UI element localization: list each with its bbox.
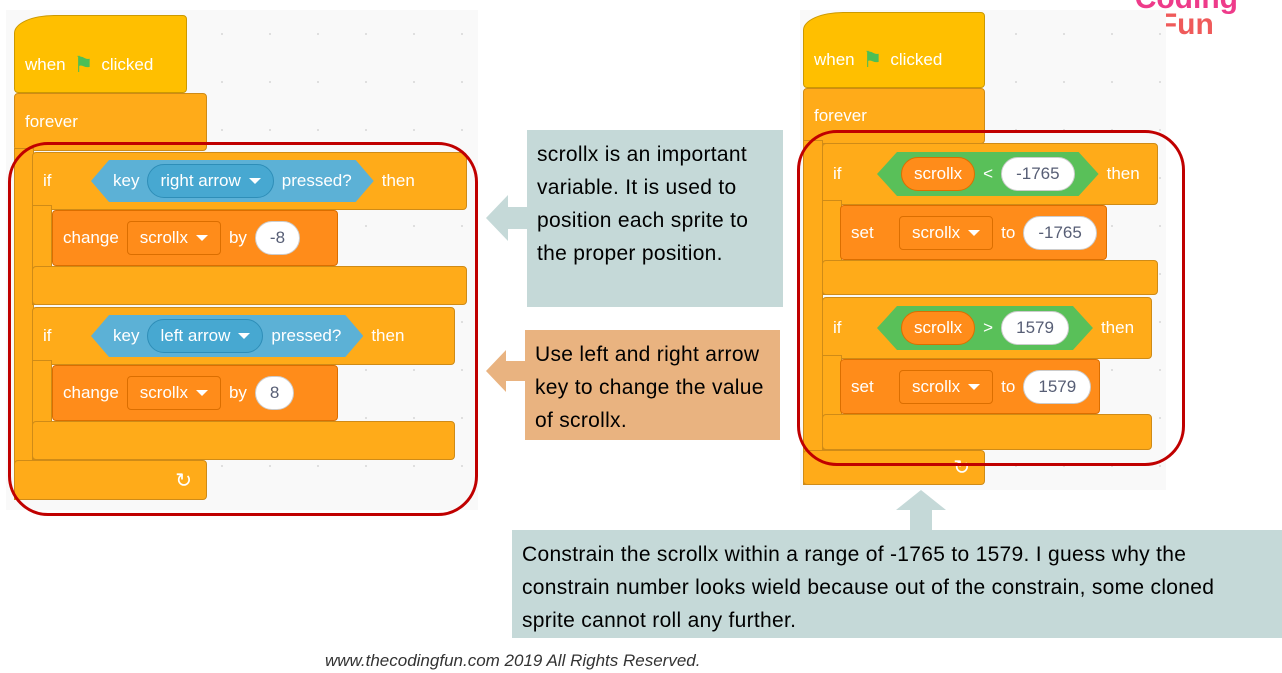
block-text: to (1001, 222, 1016, 242)
if-bottom (822, 414, 1152, 450)
block-text: when (814, 50, 855, 69)
loop-arrow-icon: ↻ (953, 457, 970, 479)
dropdown-arrow-icon (968, 229, 981, 236)
key-pressed-sensor[interactable]: key left arrow pressed? (91, 315, 363, 357)
block-text: by (228, 383, 247, 402)
set-scrollx-block[interactable]: set scrollx to -1765 (840, 205, 1107, 260)
block-text: if (833, 318, 842, 337)
block-text: then (1100, 318, 1135, 337)
variable-reporter[interactable]: scrollx (901, 311, 975, 345)
operand-input[interactable]: -1765 (1001, 157, 1074, 191)
if-right-arrow-block[interactable]: if key right arrow pressed? then (32, 152, 467, 210)
arrow-keys-note: Use left and right arrow key to change t… (525, 330, 780, 440)
block-text: to (1001, 376, 1016, 396)
if-bottom (32, 421, 455, 460)
arrow-up-icon (896, 490, 946, 530)
when-flag-clicked-block[interactable]: when ⚑ clicked (803, 12, 985, 88)
dropdown-arrow-icon (968, 383, 981, 390)
value-input[interactable]: 1579 (1023, 369, 1092, 404)
dropdown-value: left arrow (160, 326, 231, 345)
block-text: then (381, 171, 415, 190)
block-text: pressed? (271, 326, 342, 345)
green-flag-icon: ⚑ (862, 47, 883, 72)
dropdown-value: scrollx (139, 228, 188, 247)
value-input[interactable]: 8 (254, 376, 295, 410)
dropdown-value: scrollx (139, 383, 188, 402)
key-pressed-sensor[interactable]: key right arrow pressed? (91, 160, 374, 202)
block-text: key (113, 171, 140, 190)
if-bottom (822, 260, 1158, 295)
key-dropdown[interactable]: right arrow (147, 164, 273, 198)
block-text: forever (814, 106, 867, 125)
dropdown-arrow-icon (195, 390, 208, 396)
block-text: clicked (101, 55, 154, 74)
dropdown-arrow-icon (249, 178, 261, 184)
if-left-arrow-block[interactable]: if key left arrow pressed? then (32, 307, 455, 365)
block-text: if (833, 164, 842, 183)
less-than-operator[interactable]: scrollx < -1765 (877, 152, 1099, 196)
block-text: change (63, 228, 119, 247)
highlight-box (797, 130, 1185, 466)
block-text: change (63, 383, 119, 402)
green-flag-icon: ⚑ (73, 52, 94, 77)
if-scrollx-greater-block[interactable]: if scrollx > 1579 then (822, 297, 1152, 359)
highlight-box (8, 142, 478, 516)
block-text: set (851, 376, 874, 396)
block-text: pressed? (281, 171, 352, 190)
loop-arrow-icon: ↻ (175, 469, 192, 492)
variable-reporter[interactable]: scrollx (901, 157, 975, 191)
variable-dropdown[interactable]: scrollx (899, 215, 994, 250)
greater-than-operator[interactable]: scrollx > 1579 (877, 306, 1093, 350)
block-text: clicked (890, 50, 943, 69)
dropdown-value: scrollx (912, 376, 961, 396)
block-text: key (113, 326, 140, 345)
dropdown-arrow-icon (238, 333, 250, 339)
change-scrollx-block[interactable]: change scrollx by -8 (52, 210, 338, 266)
constrain-note: Constrain the scrollx within a range of … (512, 530, 1282, 638)
block-text: forever (25, 112, 78, 131)
variable-dropdown[interactable]: scrollx (899, 369, 994, 404)
operand-input[interactable]: 1579 (1001, 311, 1069, 345)
block-text: if (43, 326, 52, 345)
dropdown-value: scrollx (912, 222, 961, 242)
when-flag-clicked-block[interactable]: when ⚑ clicked (14, 15, 187, 93)
set-scrollx-block[interactable]: set scrollx to 1579 (840, 359, 1100, 414)
operator-symbol: < (983, 164, 994, 183)
value-input[interactable]: -1765 (1023, 215, 1097, 250)
block-text: then (371, 326, 405, 345)
arrow-left-icon (486, 350, 526, 392)
arrow-left-icon (486, 195, 528, 241)
if-scrollx-less-block[interactable]: if scrollx < -1765 then (822, 143, 1158, 205)
footer: www.thecodingfun.com 2019 All Rights Res… (325, 651, 701, 670)
operator-symbol: > (983, 318, 994, 337)
block-text: set (851, 222, 874, 242)
value-input[interactable]: -8 (254, 221, 301, 255)
block-text: when (25, 55, 66, 74)
key-dropdown[interactable]: left arrow (147, 319, 263, 353)
variable-dropdown[interactable]: scrollx (126, 221, 221, 255)
dropdown-value: right arrow (160, 171, 241, 190)
scrollx-note: scrollx is an important variable. It is … (527, 130, 783, 307)
forever-block[interactable]: forever (14, 93, 207, 151)
block-text: by (228, 228, 247, 247)
change-scrollx-block[interactable]: change scrollx by 8 (52, 365, 338, 421)
block-text: then (1106, 164, 1140, 183)
variable-dropdown[interactable]: scrollx (126, 376, 221, 410)
if-bottom (32, 266, 467, 305)
dropdown-arrow-icon (195, 235, 208, 241)
